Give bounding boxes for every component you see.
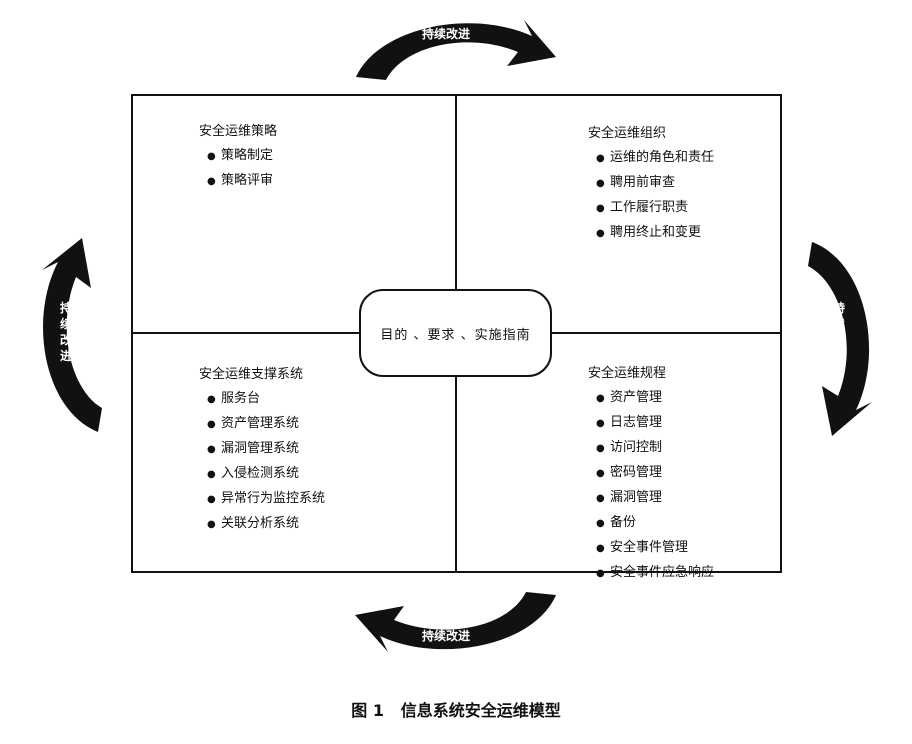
bullet-icon: ● [207,444,216,455]
list-item: ●聘用终止和变更 [596,221,714,246]
bullet-icon: ● [596,393,605,404]
right-arrow-label: 持续改进 [832,301,845,363]
bullet-icon: ● [207,419,216,430]
list-item: ●访问控制 [596,436,714,461]
quadrant-title: 安全运维支撑系统 [199,367,304,382]
figure-caption: 图 1 信息系统安全运维模型 [351,701,561,720]
list-item: ●工作履行职责 [596,196,714,221]
quadrant-title: 安全运维规程 [588,366,667,381]
center-goals-box: 目的 、要求 、实施指南 [359,289,552,377]
list-item: ●漏洞管理系统 [207,437,325,462]
bullet-icon: ● [596,443,605,454]
list-item: ●日志管理 [596,411,714,436]
list-item: ●运维的角色和责任 [596,146,714,171]
bullet-icon: ● [596,493,605,504]
bullet-icon: ● [596,518,605,529]
quadrant-title: 安全运维策略 [199,124,278,139]
bottom-arrow-label: 持续改进 [422,629,471,643]
quadrant-strategy: 安全运维策略 ●策略制定 ●策略评审 [199,120,277,194]
bullet-icon: ● [207,151,216,162]
quadrant-list: ●服务台 ●资产管理系统 ●漏洞管理系统 ●入侵检测系统 ●异常行为监控系统 ●… [199,387,325,537]
list-item: ●异常行为监控系统 [207,487,325,512]
list-item: ●资产管理 [596,386,714,411]
list-item: ●服务台 [207,387,325,412]
bullet-icon: ● [207,519,216,530]
quadrant-support-systems: 安全运维支撑系统 ●服务台 ●资产管理系统 ●漏洞管理系统 ●入侵检测系统 ●异… [199,363,325,537]
bullet-icon: ● [596,203,605,214]
top-arrow-label: 持续改进 [422,27,471,41]
quadrant-procedures: 安全运维规程 ●资产管理 ●日志管理 ●访问控制 ●密码管理 ●漏洞管理 ●备份… [588,362,714,586]
bullet-icon: ● [596,153,605,164]
bullet-icon: ● [596,228,605,239]
bullet-icon: ● [596,178,605,189]
quadrant-list: ●资产管理 ●日志管理 ●访问控制 ●密码管理 ●漏洞管理 ●备份 ●安全事件管… [588,386,714,586]
bullet-icon: ● [596,568,605,579]
left-arrow-label: 持续改进 [59,301,72,363]
list-item: ●聘用前审查 [596,171,714,196]
quadrant-list: ●策略制定 ●策略评审 [199,144,277,194]
bullet-icon: ● [596,468,605,479]
bullet-icon: ● [207,469,216,480]
list-item: ●密码管理 [596,461,714,486]
list-item: ●备份 [596,511,714,536]
quadrant-list: ●运维的角色和责任 ●聘用前审查 ●工作履行职责 ●聘用终止和变更 [588,146,714,246]
list-item: ●安全事件管理 [596,536,714,561]
list-item: ●策略评审 [207,169,277,194]
list-item: ●关联分析系统 [207,512,325,537]
list-item: ●安全事件应急响应 [596,561,714,586]
bullet-icon: ● [207,394,216,405]
quadrant-organization: 安全运维组织 ●运维的角色和责任 ●聘用前审查 ●工作履行职责 ●聘用终止和变更 [588,122,714,246]
quadrant-title: 安全运维组织 [588,126,667,141]
list-item: ●漏洞管理 [596,486,714,511]
list-item: ●策略制定 [207,144,277,169]
list-item: ●资产管理系统 [207,412,325,437]
list-item: ●入侵检测系统 [207,462,325,487]
bullet-icon: ● [596,543,605,554]
bullet-icon: ● [207,176,216,187]
bullet-icon: ● [207,494,216,505]
bullet-icon: ● [596,418,605,429]
